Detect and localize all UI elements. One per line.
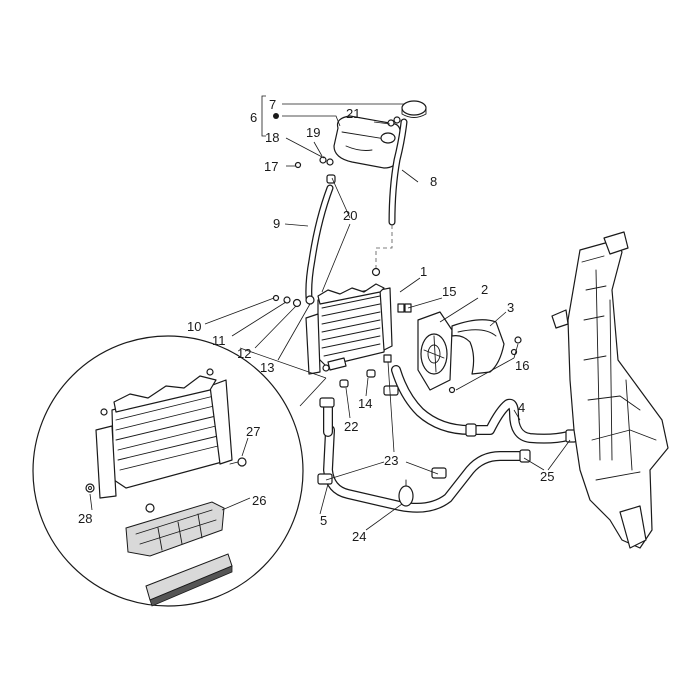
- callout-17: 17: [264, 159, 278, 174]
- callout-20: 20: [343, 208, 357, 223]
- leader-lines: [89, 95, 571, 531]
- upper-coolant-hose[interactable]: [391, 365, 573, 444]
- callout-12: 12: [237, 346, 251, 361]
- overflow-hose[interactable]: [388, 118, 408, 226]
- radiator[interactable]: [305, 267, 393, 375]
- callout-4: 4: [518, 400, 525, 415]
- callout-10: 10: [187, 319, 201, 334]
- lower-coolant-hose[interactable]: [323, 425, 525, 513]
- callout-5: 5: [320, 513, 327, 528]
- callout-labels: 7 6 21 19 18 17 8 20 9 1 15 2 3 10 11 12…: [78, 97, 554, 544]
- small-fittings-top: [294, 116, 401, 184]
- tank-radiator-hose[interactable]: [305, 184, 334, 302]
- callout-21: 21: [346, 106, 360, 121]
- callout-2: 2: [481, 282, 488, 297]
- callout-27: 27: [246, 424, 260, 439]
- callout-18: 18: [265, 130, 279, 145]
- callout-14: 14: [358, 396, 372, 411]
- callout-9: 9: [273, 216, 280, 231]
- callout-15: 15: [442, 284, 456, 299]
- callout-1: 1: [420, 264, 427, 279]
- callout-28: 28: [78, 511, 92, 526]
- detail-inset: [32, 335, 327, 607]
- callout-26: 26: [252, 493, 266, 508]
- callout-25: 25: [540, 469, 554, 484]
- callout-8: 8: [430, 174, 437, 189]
- washer-28[interactable]: [85, 483, 95, 493]
- radiator-fasteners: [272, 294, 522, 394]
- temperature-sensor[interactable]: [398, 479, 414, 507]
- hose-clamps: [317, 385, 577, 485]
- cooling-fan[interactable]: [417, 311, 453, 391]
- callout-19: 19: [306, 125, 320, 140]
- callout-3: 3: [507, 300, 514, 315]
- radiator-guard[interactable]: [125, 501, 233, 607]
- callout-6: 6: [250, 110, 257, 125]
- bolt-27[interactable]: [229, 457, 247, 467]
- callout-13: 13: [260, 360, 274, 375]
- callout-22: 22: [344, 419, 358, 434]
- callout-24: 24: [352, 529, 366, 544]
- callout-7: 7: [269, 97, 276, 112]
- callout-16: 16: [515, 358, 529, 373]
- scooter-frame: [551, 231, 669, 549]
- fan-shroud[interactable]: [451, 319, 505, 375]
- tank-cap[interactable]: [401, 100, 427, 118]
- callout-11: 11: [212, 333, 226, 348]
- callout-23: 23: [384, 453, 398, 468]
